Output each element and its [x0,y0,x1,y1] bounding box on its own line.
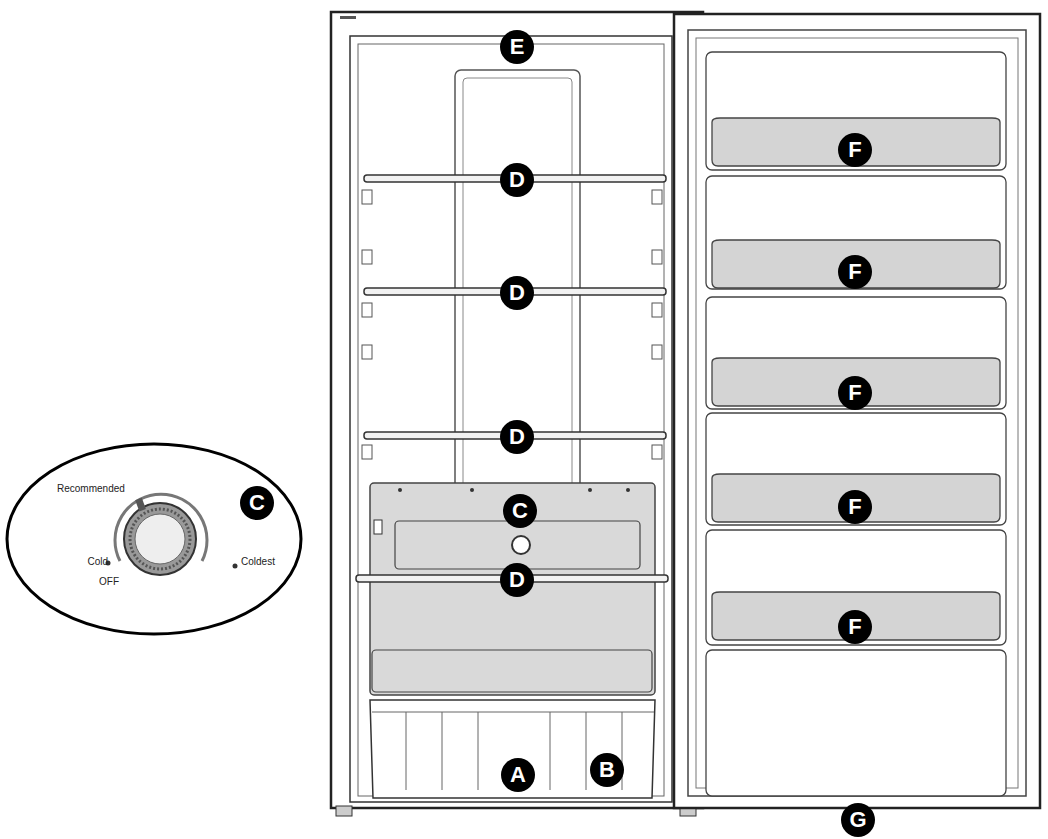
callout-circle: D [500,276,534,310]
callout-letter: A [510,764,526,786]
callout-letter: B [599,759,615,781]
callout-circle: F [838,610,872,644]
callout-letter: D [509,569,525,591]
callout-letter: G [849,809,866,831]
callout-circle: F [838,255,872,289]
callout-circle: F [838,376,872,410]
dial-label: Cold [87,557,108,567]
callout-letter: D [509,169,525,191]
control-dial [5,442,303,636]
callout-circle: F [838,133,872,167]
callout-letter: C [249,492,265,514]
dial-label: Recommended [57,484,125,494]
callout-circle: E [500,30,534,64]
callout-circle: D [500,563,534,597]
callout-letter: D [509,426,525,448]
callout-circle: D [500,163,534,197]
dial-label: Coldest [241,557,275,567]
dial-label: OFF [99,577,119,587]
callout-circle: F [838,490,872,524]
callout-circle: G [841,803,875,837]
control-inset: RecommendedColdOFF Coldest C [5,442,303,636]
callout-letter: E [510,36,525,58]
callout-letter: F [848,382,861,404]
callout-circle: C [240,486,274,520]
callout-letter: C [512,500,528,522]
callout-letter: F [848,496,861,518]
callout-circle: B [590,753,624,787]
callout-letter: D [509,282,525,304]
callout-circle: D [500,420,534,454]
callout-circle: A [501,758,535,792]
callout-letter: F [848,261,861,283]
callout-letter: F [848,139,861,161]
callout-letter: F [848,616,861,638]
callout-circle: C [503,494,537,528]
